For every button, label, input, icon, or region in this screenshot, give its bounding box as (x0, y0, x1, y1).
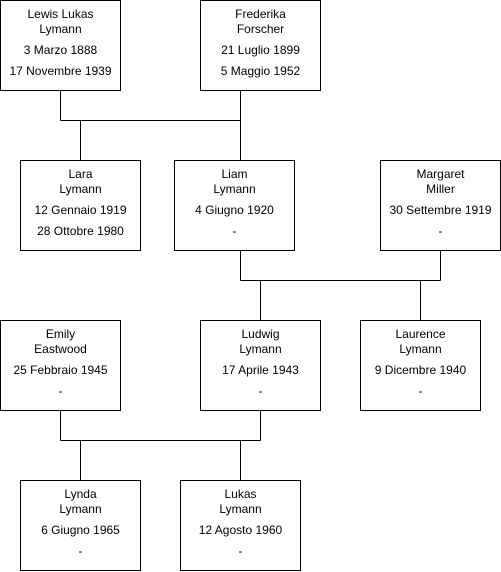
person-birth-date: 12 Gennaio 1919 (34, 203, 127, 217)
person-birth-date: 3 Marzo 1888 (23, 43, 98, 57)
person-name-last: Lymann (213, 182, 256, 196)
person-birth-date: 12 Agosto 1960 (198, 523, 283, 537)
person-name-last: Lymann (39, 22, 82, 36)
person-death-date: 17 Novembre 1939 (9, 64, 112, 78)
person-name-first: Ludwig (241, 327, 280, 341)
person-name-last: Miller (426, 182, 455, 196)
person-name-last: Lymann (59, 182, 102, 196)
person-birth-date: 25 Febbraio 1945 (13, 363, 108, 377)
person-name-first: Lewis Lukas (27, 7, 94, 21)
person-death-date: - (418, 384, 423, 398)
person-name-first: Liam (221, 167, 248, 181)
person-name-last: Forscher (236, 22, 285, 36)
person-name-first: Emily (45, 327, 76, 341)
person-death-date: 5 Maggio 1952 (220, 64, 301, 78)
person-name-last: Lymann (219, 502, 262, 516)
person-birth-date: 4 Giugno 1920 (195, 203, 274, 217)
person-name-last: Eastwood (34, 342, 87, 356)
person-death-date: - (232, 224, 237, 238)
person-birth-date: 30 Settembre 1919 (389, 203, 492, 217)
person-name-last: Lymann (399, 342, 442, 356)
person-name-first: Lara (68, 167, 93, 181)
person-death-date: - (438, 224, 443, 238)
person-name-last: Lymann (239, 342, 282, 356)
person-birth-date: 21 Luglio 1899 (221, 43, 300, 57)
person-birth-date: 9 Dicembre 1940 (374, 363, 467, 377)
person-birth-date: 17 Aprile 1943 (222, 363, 299, 377)
person-name-first: Lynda (64, 487, 97, 501)
person-name-first: Margaret (416, 167, 465, 181)
person-birth-date: 6 Giugno 1965 (41, 523, 120, 537)
person-name-first: Lukas (224, 487, 257, 501)
person-death-date: - (258, 384, 263, 398)
person-death-date: - (238, 544, 243, 558)
person-name-last: Lymann (59, 502, 102, 516)
person-death-date: - (78, 544, 83, 558)
person-name-first: Frederika (235, 7, 286, 21)
person-name-first: Laurence (395, 327, 446, 341)
person-death-date: - (58, 384, 63, 398)
person-death-date: 28 Ottobre 1980 (37, 224, 124, 238)
